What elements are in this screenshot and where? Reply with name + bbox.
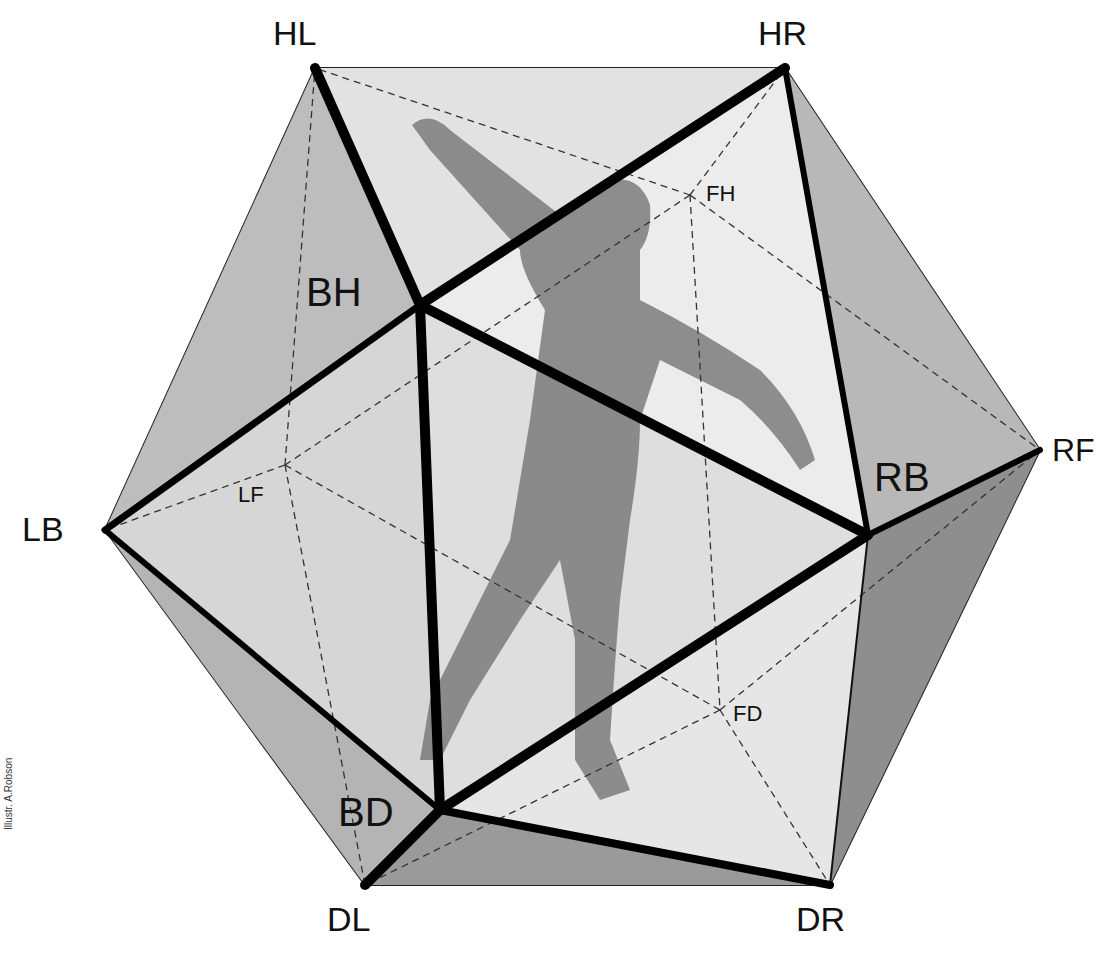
vertex-label: LF xyxy=(238,484,264,506)
vertex-label: DL xyxy=(327,902,370,936)
credit-note: Illustr. A.Robson xyxy=(4,758,14,830)
vertex-label: HL xyxy=(273,16,316,50)
vertex-label: BD xyxy=(338,792,394,832)
vertex-label: DR xyxy=(796,902,845,936)
vertex-label: RB xyxy=(874,457,930,497)
vertex-label: FH xyxy=(706,183,735,205)
vertex-label: LB xyxy=(22,512,64,546)
vertex-label: BH xyxy=(306,272,362,312)
vertex-label: RF xyxy=(1052,434,1095,466)
vertex-label: HR xyxy=(758,16,807,50)
vertex-label: FD xyxy=(733,703,762,725)
